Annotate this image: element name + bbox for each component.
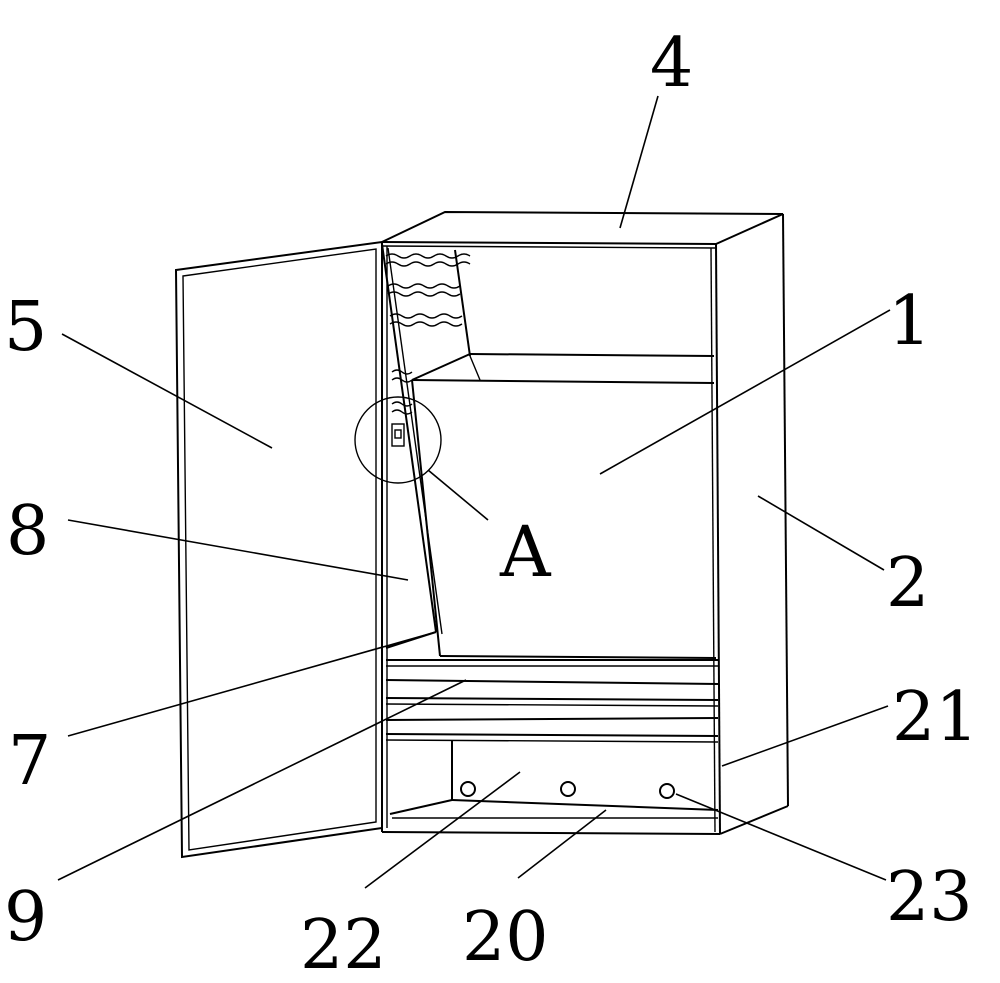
label-a: A (499, 511, 552, 593)
label-23: 23 (886, 858, 973, 937)
leader-21 (721, 705, 889, 767)
hole-middle (560, 781, 576, 797)
leader-a (427, 469, 489, 521)
label-4: 4 (650, 24, 693, 103)
label-2: 2 (886, 544, 929, 623)
leader-4 (619, 95, 659, 229)
bottom-compartment (389, 740, 719, 819)
label-9: 9 (4, 878, 47, 957)
label-20: 20 (462, 898, 549, 977)
reference-labels: 4 5 1 8 A 2 21 7 9 23 22 20 (4, 24, 979, 983)
right-side-panel (719, 213, 789, 835)
label-1: 1 (888, 282, 931, 361)
leader-20 (517, 809, 607, 879)
label-22: 22 (300, 906, 387, 983)
label-21: 21 (892, 678, 979, 757)
leader-23 (675, 793, 887, 881)
leader-1 (599, 309, 891, 475)
central-box (411, 353, 717, 659)
label-7: 7 (8, 722, 51, 801)
detail-circle-a (354, 396, 442, 484)
cabinet-body (381, 242, 721, 835)
leader-2 (757, 495, 885, 571)
leader-9 (57, 679, 467, 881)
cabinet-top (381, 210, 784, 249)
hole-left (460, 781, 476, 797)
label-5: 5 (4, 288, 47, 367)
shelf-rails (385, 659, 719, 743)
ventilation-slots (385, 253, 471, 415)
leader-8 (67, 519, 409, 581)
label-8: 8 (6, 492, 49, 571)
leader-lines (57, 95, 891, 889)
hole-right (659, 783, 675, 799)
leader-22 (364, 771, 521, 889)
leader-5 (61, 333, 273, 449)
leader-7 (67, 631, 437, 737)
vent-holes (460, 781, 675, 799)
cabinet-door (174, 240, 383, 859)
